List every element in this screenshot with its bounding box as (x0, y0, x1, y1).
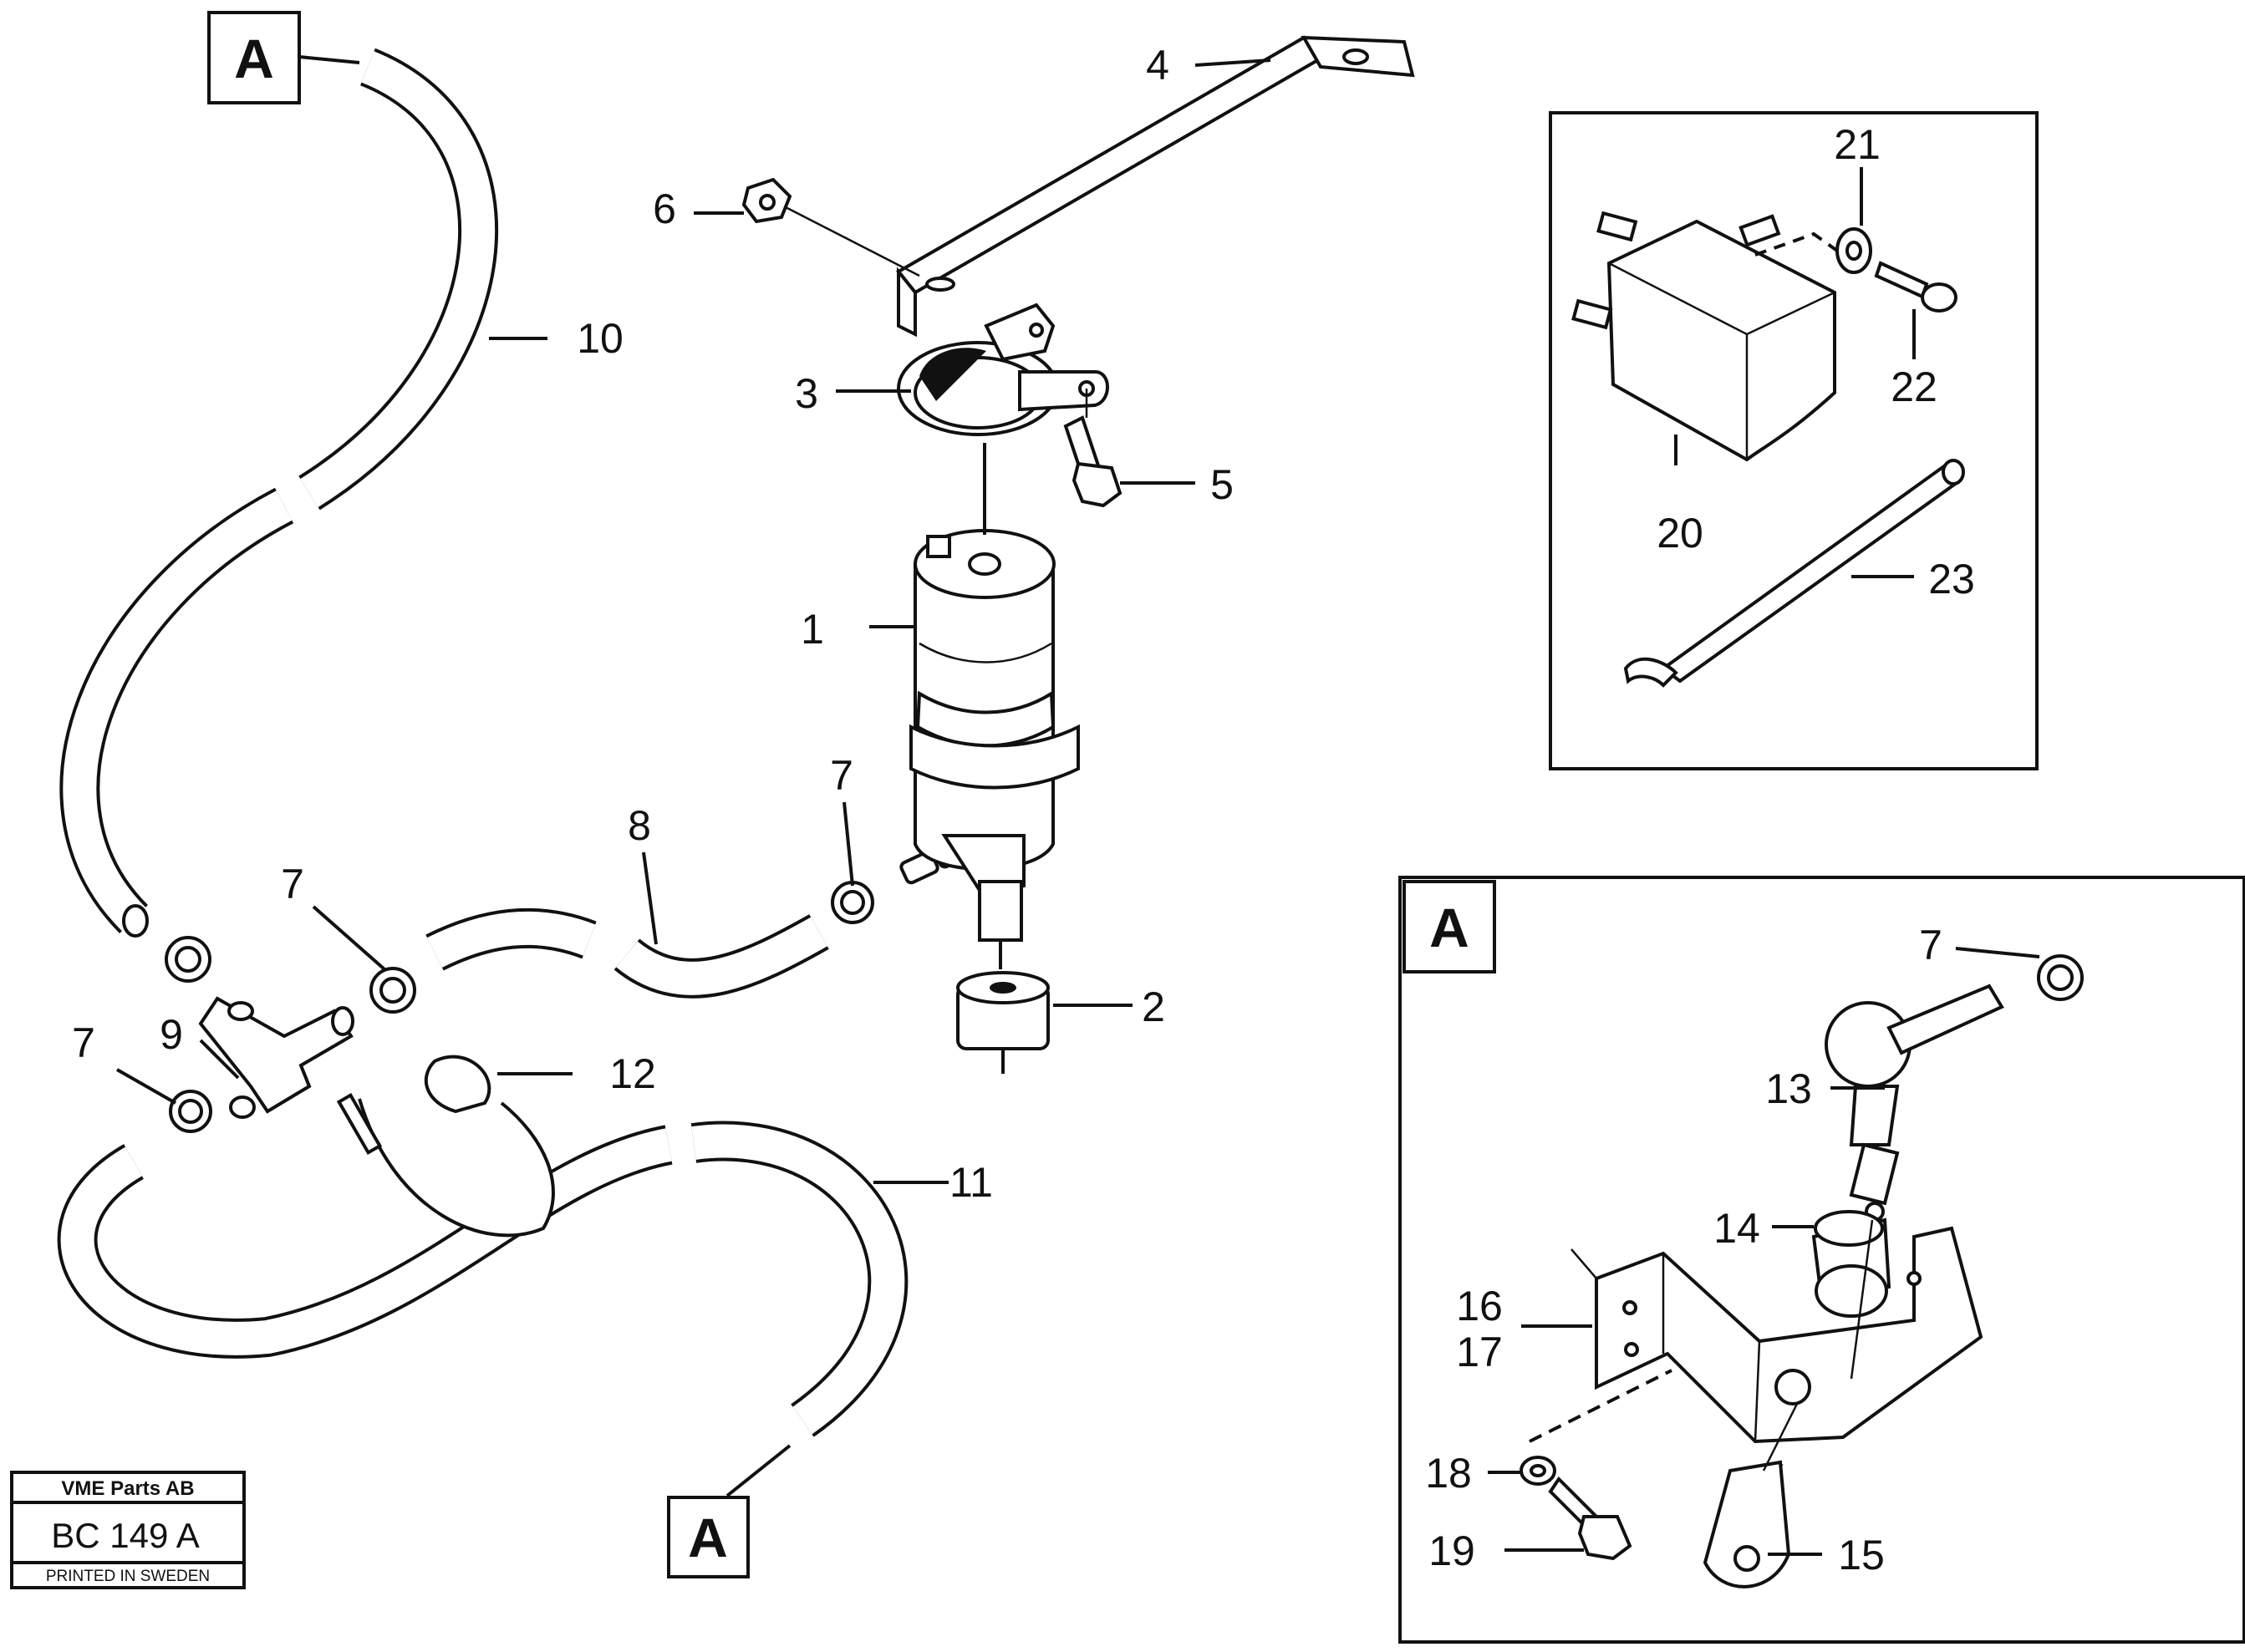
callout-13: 13 (1765, 1065, 1812, 1112)
bolt-19 (1548, 1476, 1632, 1561)
view-a-marker-label: A (1429, 897, 1469, 958)
callout-8: 8 (628, 802, 651, 849)
grommet-14 (1811, 1210, 1891, 1380)
pump-clamp-3 (897, 302, 1109, 535)
rod-23 (1623, 459, 1965, 688)
callout-17: 17 (1456, 1329, 1503, 1375)
callout-11: 11 (949, 1159, 993, 1206)
inset-view-a: A (1398, 876, 2245, 1644)
callout-14: 14 (1713, 1205, 1760, 1252)
callout-7-lower-left: 7 (72, 1019, 95, 1066)
callout-20: 20 (1657, 510, 1703, 557)
callout-4: 4 (1146, 42, 1169, 89)
callout-12: 12 (609, 1050, 656, 1097)
hose-8 (425, 907, 829, 999)
section-marker-bottom-label: A (688, 1507, 728, 1568)
t-connector-9 (198, 996, 354, 1119)
callout-6: 6 (653, 186, 676, 232)
nozzle-13 (1825, 984, 2004, 1222)
inset-relay-box (1549, 111, 2039, 770)
title-block-company: VME Parts AB (61, 1477, 194, 1500)
washer-18 (1520, 1456, 1556, 1486)
title-block-footer: PRINTED IN SWEDEN (46, 1568, 210, 1585)
bolt-5 (1063, 389, 1122, 508)
callout-numbers: 1 2 3 4 5 6 7 7 7 7 8 9 10 11 12 13 14 1… (72, 42, 1975, 1578)
washer-pump-1 (909, 529, 1080, 969)
relay-20 (1571, 211, 1836, 462)
leader-lines (116, 58, 2040, 1556)
grommet-2 (956, 971, 1050, 1074)
callout-9: 9 (160, 1011, 183, 1058)
hose-clamp (165, 881, 874, 1133)
callout-15: 15 (1838, 1532, 1885, 1578)
title-block-code: BC 149 A (51, 1516, 199, 1555)
callout-1: 1 (801, 606, 824, 653)
section-marker-top: A (207, 11, 360, 104)
callout-7-center: 7 (830, 752, 853, 799)
callout-21: 21 (1834, 121, 1881, 168)
bracket-16 (1570, 1226, 1983, 1444)
hose-clamp-inset (2037, 954, 2084, 1001)
callout-18: 18 (1425, 1450, 1472, 1497)
callout-19: 19 (1428, 1527, 1475, 1574)
callout-2: 2 (1142, 984, 1165, 1030)
title-block: VME Parts AB BC 149 A PRINTED IN SWEDEN (10, 1471, 246, 1589)
view-a-marker-box (1402, 880, 1496, 973)
section-marker-bottom: A (667, 1444, 792, 1578)
callout-10: 10 (577, 315, 624, 362)
callout-16: 16 (1456, 1283, 1503, 1329)
section-marker-top-label: A (234, 28, 274, 89)
callout-7-upper-left: 7 (281, 861, 304, 907)
callout-5: 5 (1210, 461, 1234, 508)
screw-22 (1874, 261, 1957, 313)
callout-23: 23 (1928, 556, 1975, 602)
bracket-4 (895, 35, 1415, 338)
hose-10 (59, 48, 498, 938)
callout-22: 22 (1891, 363, 1937, 410)
nut-6 (741, 177, 920, 277)
callout-3: 3 (795, 370, 818, 417)
washer-21 (1835, 227, 1872, 274)
cable-tie-12 (336, 1055, 555, 1238)
callout-7-inset: 7 (1919, 922, 1942, 968)
